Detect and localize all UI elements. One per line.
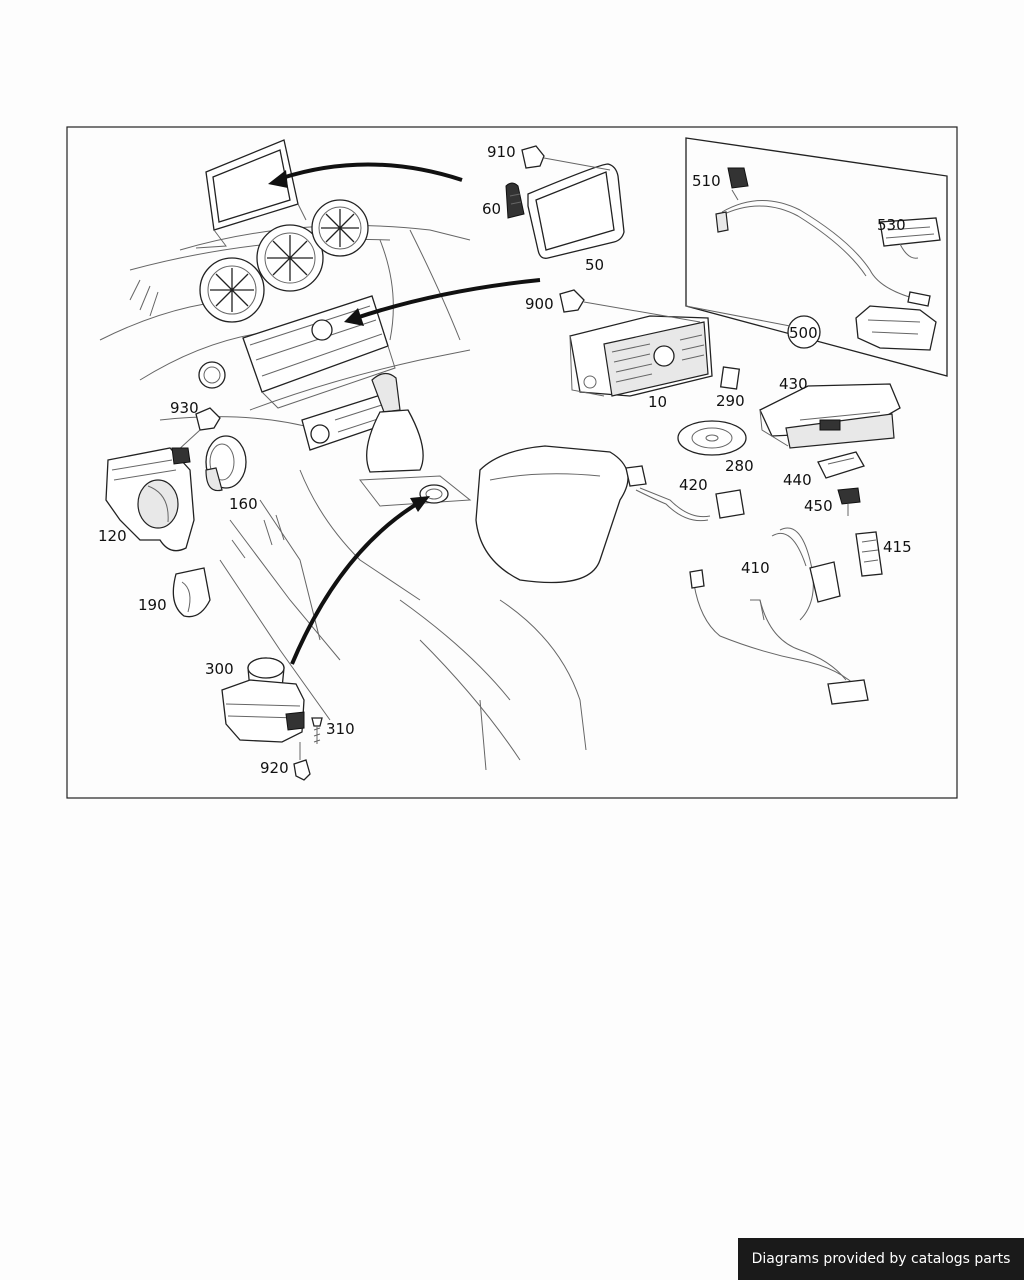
part-50-display [527, 163, 625, 259]
callout-900: 900 [525, 295, 554, 313]
part-310-screw [311, 717, 323, 744]
part-450-clip [837, 487, 861, 516]
part-900-tag [559, 289, 701, 323]
part-300-controller [221, 657, 305, 743]
center-vent-right [311, 199, 369, 257]
callout-50: 50 [585, 256, 604, 274]
callout-440: 440 [783, 471, 812, 489]
callout-160: 160 [229, 495, 258, 513]
part-120-loudspeaker-housing [105, 447, 195, 552]
callout-190: 190 [138, 596, 167, 614]
callout-10: 10 [648, 393, 667, 411]
callout-910: 910 [487, 143, 516, 161]
callout-930: 930 [170, 399, 199, 417]
callout-510: 510 [692, 172, 721, 190]
part-290-sd-card [719, 366, 741, 390]
center-vent-middle [256, 224, 324, 292]
part-930-tag [175, 407, 221, 453]
callout-500: 500 [789, 324, 818, 342]
part-440-connector [817, 451, 865, 479]
dashboard-interior-drawing [99, 139, 629, 771]
part-420-usb-cable [625, 465, 745, 522]
callout-280: 280 [725, 457, 754, 475]
part-410-harness [689, 527, 869, 705]
arrow-to-display [268, 162, 463, 188]
footer-credit: Diagrams provided by catalogs parts [738, 1238, 1024, 1280]
part-60-clip [505, 182, 525, 219]
callout-60: 60 [482, 200, 501, 218]
callout-450: 450 [804, 497, 833, 515]
gear-shifter [359, 372, 472, 507]
callout-430: 430 [779, 375, 808, 393]
arrow-to-controller [290, 496, 430, 665]
part-415-socket [855, 531, 883, 577]
part-920-tag [293, 742, 311, 781]
part-500-inset [685, 137, 948, 377]
arrow-to-head-unit [344, 278, 541, 326]
part-430-usb-panel [759, 383, 901, 449]
center-vent-left [199, 257, 265, 323]
part-160-speaker [205, 435, 247, 492]
part-190-cover [172, 567, 211, 618]
callout-410: 410 [741, 559, 770, 577]
part-910-tag [521, 145, 611, 171]
callout-300: 300 [205, 660, 234, 678]
callout-310: 310 [326, 720, 355, 738]
callout-420: 420 [679, 476, 708, 494]
part-10-head-unit [569, 315, 713, 397]
callout-415: 415 [883, 538, 912, 556]
callout-290: 290 [716, 392, 745, 410]
callout-120: 120 [98, 527, 127, 545]
diagram-frame [66, 126, 958, 799]
part-280-disc [677, 420, 747, 456]
callout-530: 530 [877, 216, 906, 234]
callout-920: 920 [260, 759, 289, 777]
